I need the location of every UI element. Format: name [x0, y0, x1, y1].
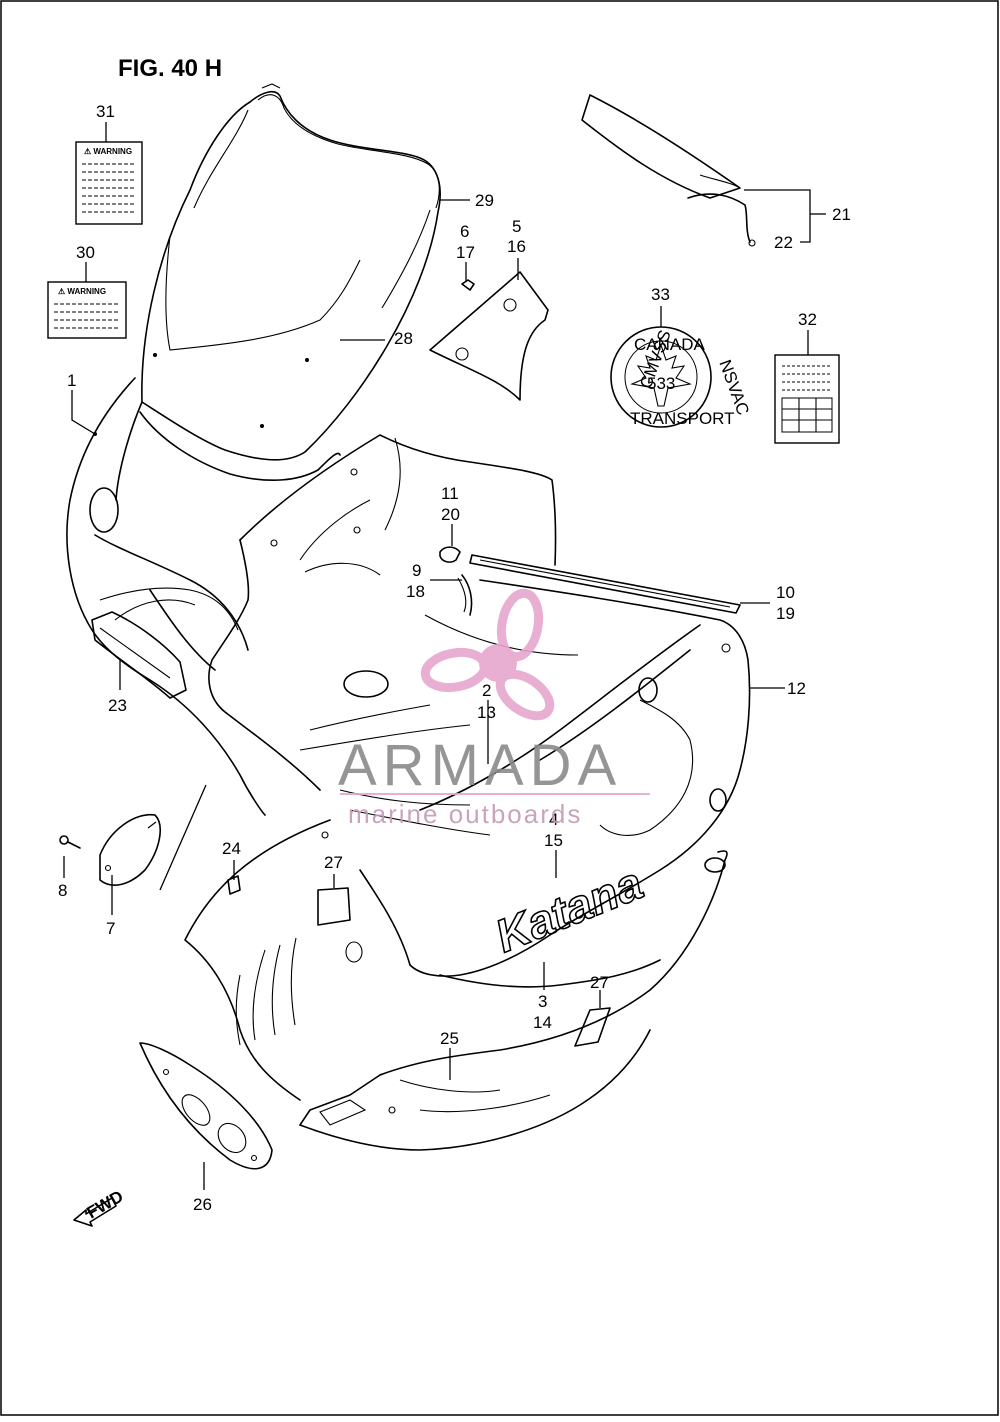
strip-10 [469, 554, 741, 614]
callout-18: 18 [406, 582, 425, 601]
callout-25: 25 [440, 1029, 459, 1048]
screw-8 [59, 835, 81, 849]
katana-logo-text: Katana [488, 857, 650, 963]
callout-32: 32 [798, 310, 817, 329]
katana-decal: Katana [487, 856, 650, 963]
callout-21: 21 [832, 205, 851, 224]
figure-title: FIG. 40 H [118, 55, 222, 82]
part-21 [581, 94, 756, 247]
under-cowl [299, 850, 728, 1151]
callout-27-left: 27 [324, 853, 343, 872]
callout-8: 8 [58, 881, 67, 900]
upper-cowl [66, 377, 341, 816]
seal-center-text: 533 [647, 374, 675, 393]
clip-11 [439, 546, 461, 563]
screw-6 [461, 279, 475, 291]
callout-16: 16 [507, 237, 526, 256]
watermark-name: ARMADA [338, 733, 622, 798]
warning-label-31: ⚠ WARNING [75, 141, 143, 225]
callout-10: 10 [776, 583, 795, 602]
fwd-arrow: FWD [73, 1187, 126, 1227]
windscreen [141, 83, 441, 461]
callout-11: 11 [441, 484, 459, 503]
pad-27-right [574, 1007, 611, 1047]
callout-30: 30 [76, 243, 95, 262]
watermark: ARMADA marine outboards [338, 588, 650, 829]
callout-4: 4 [549, 810, 558, 829]
leader-lines [63, 122, 826, 1190]
callout-33: 33 [651, 285, 670, 304]
warning-label-30-text: ⚠ WARNING [58, 287, 106, 296]
warning-label-30: ⚠ WARNING [47, 281, 127, 339]
callout-6: 6 [460, 222, 469, 241]
callout-2: 2 [482, 681, 491, 700]
bracket-5 [429, 271, 549, 401]
callout-27-right: 27 [590, 973, 609, 992]
seal-bottom-text: TRANSPORT [630, 409, 735, 428]
callout-numbers: 31 30 1 29 28 6 17 5 16 21 22 33 32 11 2… [58, 102, 851, 1214]
callout-15: 15 [544, 831, 563, 850]
callout-14: 14 [533, 1013, 552, 1032]
callout-26: 26 [193, 1195, 212, 1214]
seal-top-text: CANADA [634, 335, 706, 354]
callout-17: 17 [456, 243, 475, 262]
callout-31: 31 [96, 102, 115, 121]
propeller-logo [420, 588, 555, 721]
callout-24: 24 [222, 839, 241, 858]
callout-13: 13 [477, 703, 496, 722]
callout-23: 23 [108, 696, 127, 715]
callout-19: 19 [776, 604, 795, 623]
part-23 [91, 611, 187, 699]
cover-7 [99, 813, 161, 886]
callout-22: 22 [774, 233, 793, 252]
grommet-9 [457, 574, 473, 616]
watermark-tagline: marine outboards [348, 799, 582, 829]
warning-label-31-text: ⚠ WARNING [84, 147, 132, 156]
callout-3: 3 [538, 992, 547, 1011]
fwd-arrow-text: FWD [83, 1187, 126, 1223]
lower-cowl [184, 819, 661, 1101]
canada-seal-33: CANADA CMVSS NSVAC TRANSPORT 533 [610, 326, 753, 428]
callout-1: 1 [67, 371, 76, 390]
pad-27-left [317, 887, 351, 926]
callout-9: 9 [412, 561, 421, 580]
callout-29: 29 [475, 191, 494, 210]
callout-12: 12 [787, 679, 806, 698]
callout-20: 20 [441, 505, 460, 524]
part-24 [227, 875, 241, 895]
callout-28: 28 [394, 329, 413, 348]
spec-label-32 [774, 354, 840, 444]
inner-panel [208, 434, 579, 791]
callout-5: 5 [512, 217, 521, 236]
callout-7: 7 [106, 919, 115, 938]
bracket-26 [139, 1042, 273, 1170]
